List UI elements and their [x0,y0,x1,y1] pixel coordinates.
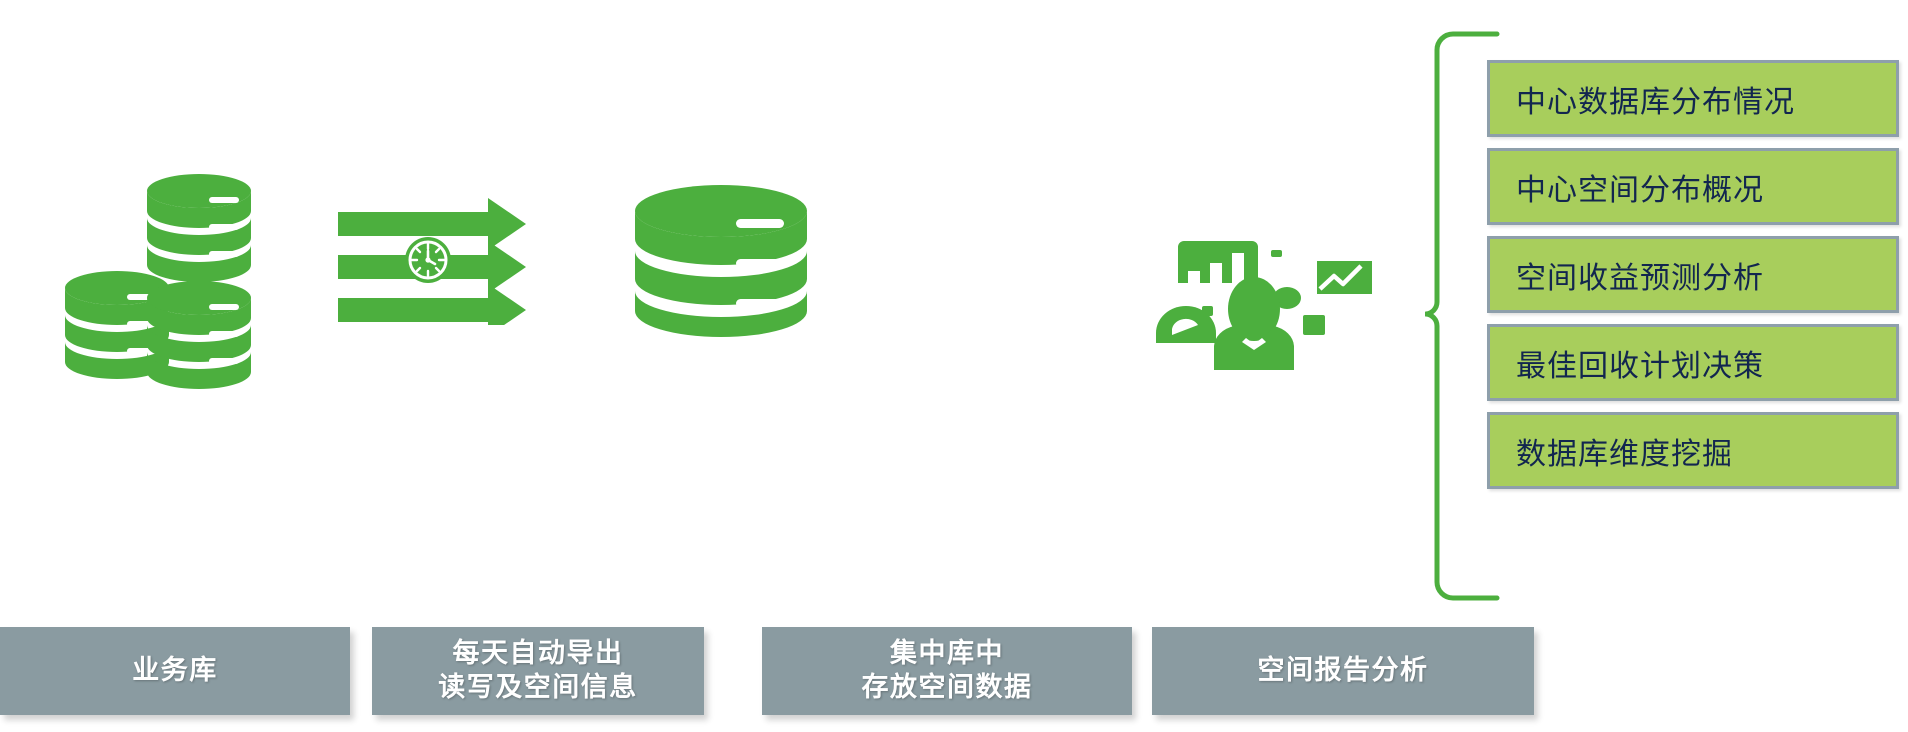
analysis-box[interactable]: 最佳回收计划决策 [1487,324,1899,401]
analysis-box-list: 中心数据库分布情况 中心空间分布概况 空间收益预测分析 最佳回收计划决策 数据库… [1487,60,1899,489]
analysis-box-label: 中心数据库分布情况 [1516,84,1795,120]
analysis-box[interactable]: 空间收益预测分析 [1487,236,1899,313]
stage-bar-line: 读写及空间信息 [438,672,638,703]
stage-bar-line: 存放空间数据 [861,672,1033,703]
stage-bar-daily-auto-export[interactable]: 每天自动导出 读写及空间信息 [372,627,704,715]
database-cylinder-icon [630,185,830,345]
analysis-box[interactable]: 数据库维度挖掘 [1487,412,1899,489]
analysis-box-label: 空间收益预测分析 [1516,260,1764,296]
right-curly-bracket [1423,30,1505,610]
arrows-with-clock-icon [330,195,550,336]
analysis-box-label: 数据库维度挖掘 [1516,436,1733,472]
stage-bar-space-report-analysis[interactable]: 空间报告分析 [1152,627,1534,715]
stage-bar-line: 集中库中 [890,638,1004,670]
analysis-box[interactable]: 中心空间分布概况 [1487,148,1899,225]
analysis-box-label: 最佳回收计划决策 [1516,348,1764,384]
icon-stage [55,160,1372,390]
stage-bar-line: 每天自动导出 [452,638,624,670]
stage-bar-central-storage[interactable]: 集中库中 存放空间数据 [762,627,1132,715]
database-stack-icon [55,160,285,390]
business-analyst-icon [1152,185,1372,370]
analysis-box[interactable]: 中心数据库分布情况 [1487,60,1899,137]
stage-bar-line: 空间报告分析 [1257,655,1429,687]
stage-bar-row: 业务库 每天自动导出 读写及空间信息 集中库中 存放空间数据 空间报告分析 [0,627,1908,732]
stage-bar-business-database[interactable]: 业务库 [0,627,350,715]
analysis-box-label: 中心空间分布概况 [1516,172,1764,208]
stage-bar-line: 业务库 [132,655,218,687]
